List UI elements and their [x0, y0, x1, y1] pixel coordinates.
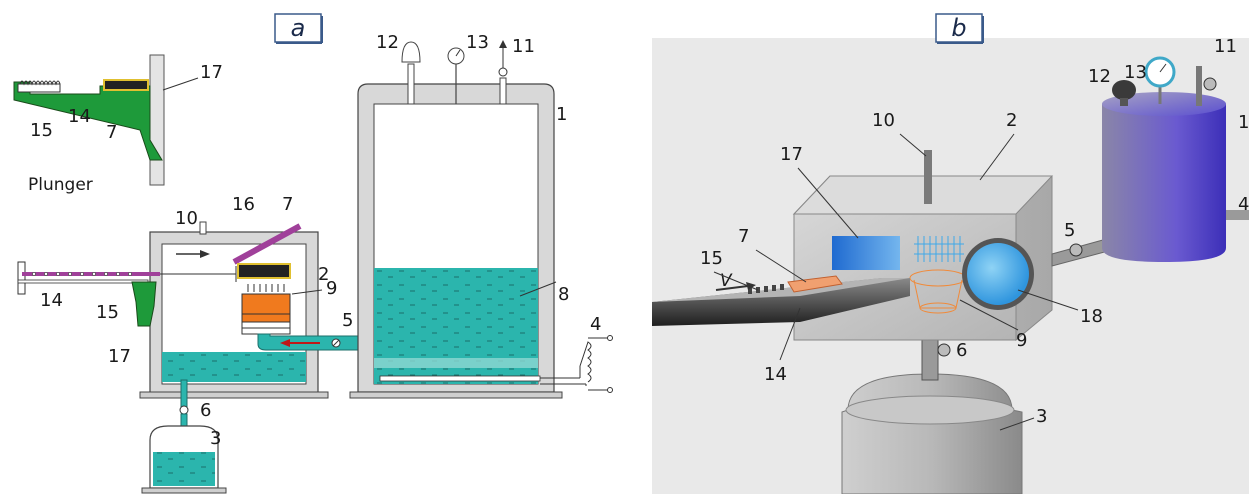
- label-6: 6: [200, 400, 211, 421]
- label-b18: 18: [1080, 306, 1103, 327]
- panel-a-label-box: a: [274, 13, 323, 44]
- vacuum-chamber: 10 16 7 2 9: [17, 194, 379, 399]
- label-b4: 4: [1238, 194, 1249, 215]
- panel-b: b 6 3 10 2 17: [652, 13, 1249, 494]
- panel-b-label-box: b: [935, 13, 984, 44]
- label-7-mid: 7: [282, 194, 293, 215]
- plunger-caption: Plunger: [28, 175, 93, 195]
- label-b10: 10: [872, 110, 895, 131]
- label-3: 3: [210, 428, 221, 449]
- label-b14: 14: [764, 364, 787, 385]
- liquid-tank: 1 8 12 13 11 4: [349, 32, 613, 399]
- label-b9: 9: [1016, 330, 1027, 351]
- label-b15: 15: [700, 248, 723, 269]
- label-5: 5: [342, 310, 353, 331]
- label-8: 8: [558, 284, 569, 305]
- sample-block: [832, 236, 900, 270]
- label-16: 16: [232, 194, 255, 215]
- panel-b-label: b: [951, 14, 966, 42]
- label-12: 12: [376, 32, 399, 53]
- velocity-symbol: V: [720, 271, 733, 291]
- label-13: 13: [466, 32, 489, 53]
- label-9: 9: [326, 278, 337, 299]
- label-1: 1: [556, 104, 567, 125]
- label-b5: 5: [1064, 220, 1075, 241]
- receiver-flask: 6 3: [141, 379, 227, 494]
- label-2: 2: [318, 264, 329, 285]
- label-14-top: 14: [68, 106, 91, 127]
- label-b13: 13: [1124, 62, 1147, 83]
- plunger-detail: 15 14 7 17 Plunger: [13, 54, 223, 195]
- label-11: 11: [512, 36, 535, 57]
- label-b1: 1: [1238, 112, 1249, 133]
- pump-unit: 6 3: [841, 339, 1047, 494]
- plunger-rail: V 15 7 14: [652, 226, 910, 385]
- label-b6: 6: [956, 340, 967, 361]
- label-14-mid: 14: [40, 290, 63, 311]
- label-b3: 3: [1036, 406, 1047, 427]
- label-17-mid: 17: [108, 346, 131, 367]
- label-4: 4: [590, 314, 601, 335]
- label-15-mid: 15: [96, 302, 119, 323]
- label-b2: 2: [1006, 110, 1017, 131]
- spring-coil-mid: [32, 271, 132, 276]
- label-b12: 12: [1088, 66, 1111, 87]
- panel-a: a 15 14 7 17 Plunger 10: [13, 13, 613, 494]
- label-7-top: 7: [106, 122, 117, 143]
- label-b17: 17: [780, 144, 803, 165]
- viewport-window: [967, 243, 1029, 305]
- label-b11: 11: [1214, 36, 1237, 57]
- connecting-pipe: 5: [1051, 220, 1113, 267]
- spring-coil-top: [19, 80, 61, 86]
- filament-grid: [914, 236, 964, 262]
- label-10: 10: [175, 208, 198, 229]
- tank-3d: 12 13 11 1 4: [1088, 36, 1249, 262]
- label-17-top: 17: [200, 62, 223, 83]
- vapor-arrows: [247, 284, 285, 292]
- panel-a-label: a: [291, 14, 306, 42]
- label-15-top: 15: [30, 120, 53, 141]
- label-b7: 7: [738, 226, 749, 247]
